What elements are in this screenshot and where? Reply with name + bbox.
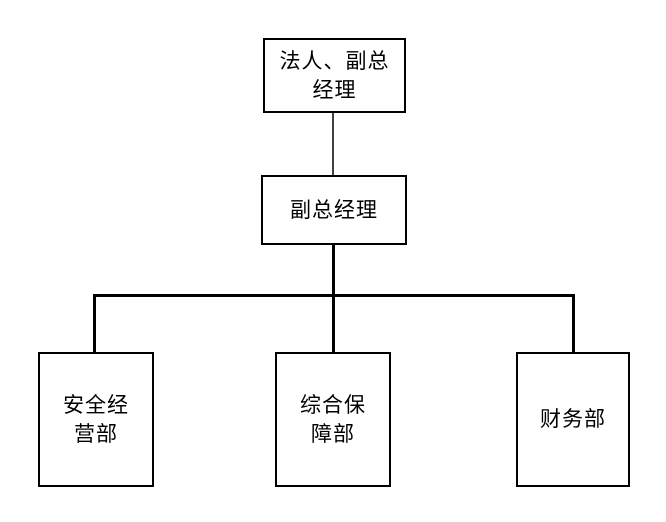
- org-node-finance-dept: 财务部: [516, 352, 630, 487]
- connector-horizontal-rail: [93, 294, 575, 297]
- org-node-deputy-manager-label: 副总经理: [290, 198, 378, 222]
- connector-rail-to-safety: [93, 295, 96, 353]
- org-node-root: 法人、副总 经理: [263, 38, 406, 113]
- org-node-deputy-manager: 副总经理: [261, 175, 407, 245]
- org-node-root-label: 法人、副总 经理: [279, 49, 390, 102]
- org-node-comprehensive-support-dept-label: 综合保 障部: [300, 393, 366, 446]
- org-node-safety-operations-dept: 安全经 营部: [38, 352, 154, 487]
- org-node-finance-dept-label: 财务部: [540, 408, 606, 431]
- connector-root-to-manager: [332, 112, 334, 176]
- org-node-comprehensive-support-dept: 综合保 障部: [275, 352, 391, 487]
- connector-rail-to-finance: [572, 295, 575, 353]
- connector-manager-to-support: [332, 243, 335, 354]
- org-node-safety-operations-dept-label: 安全经 营部: [63, 393, 129, 446]
